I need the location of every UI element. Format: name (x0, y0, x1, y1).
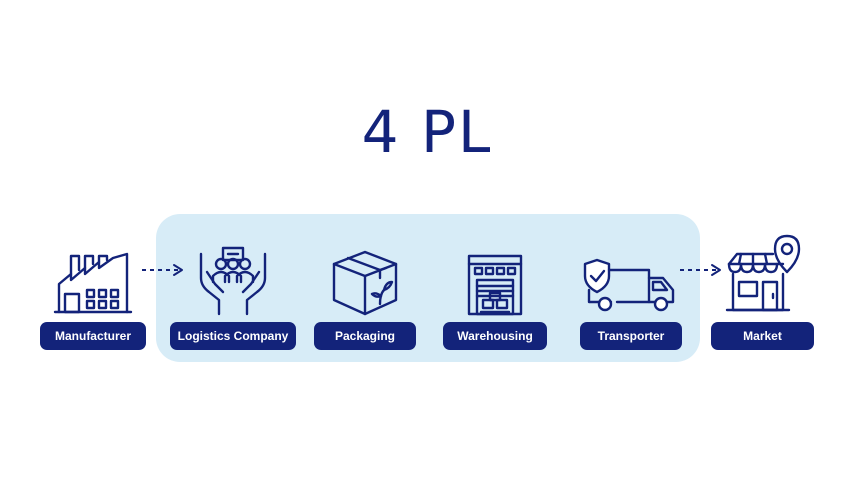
step-label-warehousing: Warehousing (443, 322, 547, 350)
factory-icon (53, 252, 133, 314)
warehouse-icon (467, 254, 523, 316)
step-packaging: Packaging (314, 220, 416, 360)
arrow-right-icon (142, 264, 183, 276)
arrow-right-icon (680, 264, 721, 276)
step-warehousing: Warehousing (443, 220, 547, 360)
step-label-manufacturer: Manufacturer (40, 322, 146, 350)
step-logistics-company: Logistics Company (170, 220, 296, 360)
step-label-market: Market (711, 322, 814, 350)
hands-people-icon (199, 246, 267, 316)
store-location-icon (725, 234, 800, 312)
step-label-transporter: Transporter (580, 322, 682, 350)
box-icon (332, 250, 398, 316)
step-market: Market (711, 220, 814, 360)
step-label-packaging: Packaging (314, 322, 416, 350)
step-label-logistics-company: Logistics Company (170, 322, 296, 350)
page-title: 4 PL (361, 98, 493, 166)
step-manufacturer: Manufacturer (40, 220, 146, 360)
truck-shield-icon (583, 258, 675, 312)
step-transporter: Transporter (580, 220, 682, 360)
